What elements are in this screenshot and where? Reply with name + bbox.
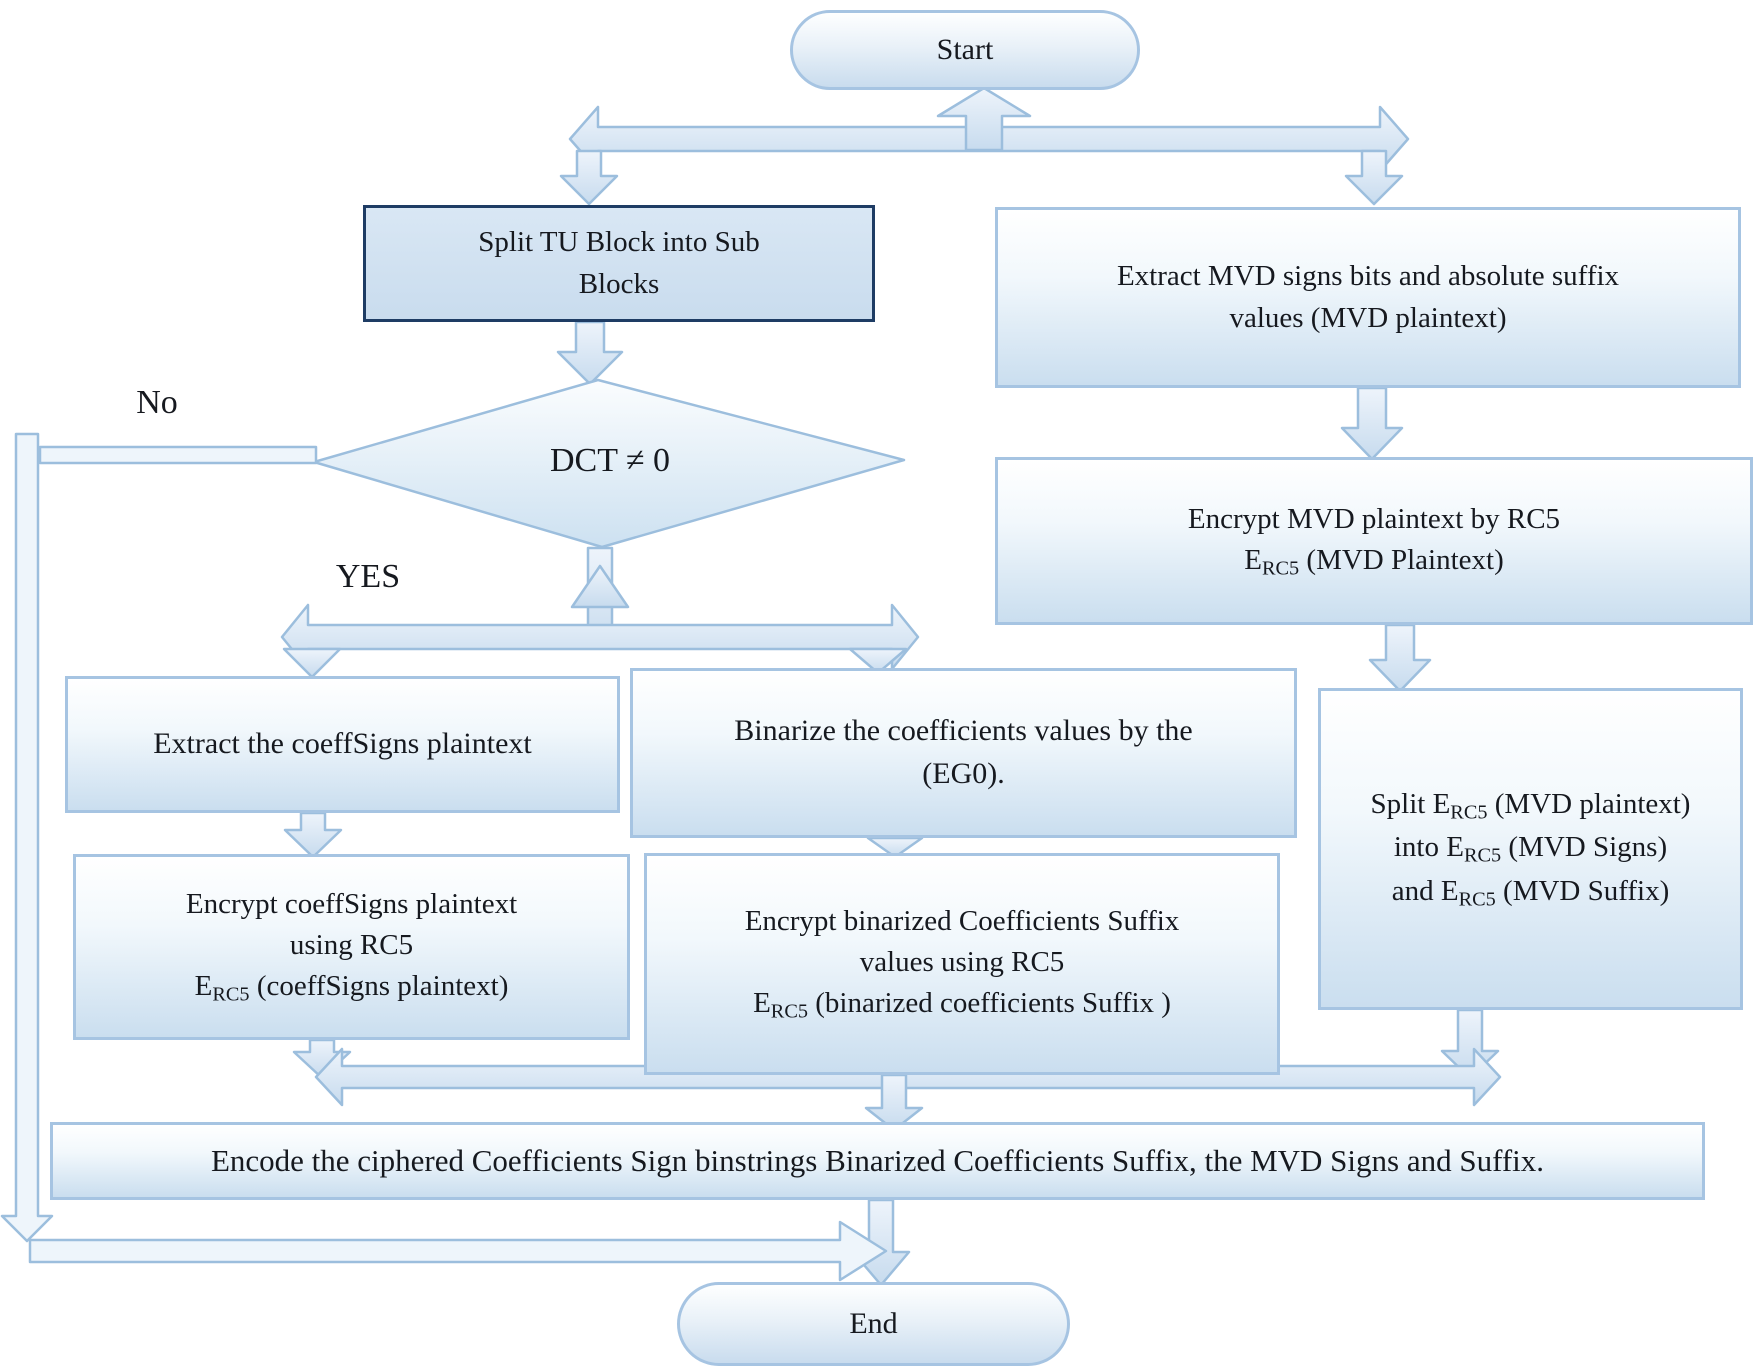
node-end-label: End <box>849 1306 898 1340</box>
arrow-up-into-decision <box>570 564 630 609</box>
node-formula-line: Split ERC5 (MVD plaintext) <box>1371 784 1691 827</box>
formula-base: and E <box>1391 874 1459 907</box>
node-formula-line: and ERC5 (MVD Suffix) <box>1392 871 1670 914</box>
node-text-line: using RC5 <box>289 929 414 962</box>
formula-argument: (coeffSigns plaintext) <box>249 970 509 1003</box>
node-text-line: values using RC5 <box>859 946 1065 979</box>
no-text: No <box>136 384 178 421</box>
node-text-line: Extract the coeffSigns plaintext <box>153 727 532 761</box>
formula-argument: (MVD plaintext) <box>1487 787 1691 820</box>
node-encrypt-binarized: Encrypt binarized Coefficients Suffix va… <box>644 853 1280 1075</box>
node-split-mvd-ciphertext: Split ERC5 (MVD plaintext) into ERC5 (MV… <box>1318 688 1743 1010</box>
node-text-line: Encrypt MVD plaintext by RC5 <box>1187 502 1561 535</box>
decision-label: DCT ≠ 0 <box>410 442 810 480</box>
formula-subscript: RC5 <box>1463 844 1502 867</box>
arrow-encrypt-bin-to-encode <box>864 1073 924 1132</box>
formula-subscript: RC5 <box>212 984 250 1007</box>
node-encrypt-coeffsigns: Encrypt coeffSigns plaintext using RC5 E… <box>73 854 630 1040</box>
yes-branch-label: YES <box>308 558 428 596</box>
merge-bar-arrow <box>314 1047 1502 1107</box>
node-text-line: Encrypt coeffSigns plaintext <box>185 888 518 921</box>
node-extract-coeffsigns: Extract the coeffSigns plaintext <box>65 676 620 813</box>
formula-argument: (MVD Plaintext) <box>1299 543 1504 576</box>
node-binarize-coefficients: Binarize the coefficients values by the … <box>630 668 1297 838</box>
arrow-extract-mvd-to-encrypt-mvd <box>1340 386 1404 461</box>
formula-base: Split E <box>1370 787 1451 820</box>
formula-argument: (MVD Suffix) <box>1495 874 1670 907</box>
arrow-split-tu-to-decision <box>556 320 624 386</box>
node-text-line: Encode the ciphered Coefficients Sign bi… <box>210 1142 1545 1178</box>
node-encrypt-mvd: Encrypt MVD plaintext by RC5 ERC5 (MVD P… <box>995 457 1753 625</box>
node-end: End <box>677 1282 1070 1366</box>
formula-subscript: RC5 <box>1261 557 1300 580</box>
decision-text: DCT ≠ 0 <box>549 442 671 479</box>
arrow-encrypt-mvd-to-split-mvd <box>1368 623 1432 693</box>
formula-argument: (binarized coefficients Suffix ) <box>808 987 1171 1020</box>
node-encode: Encode the ciphered Coefficients Sign bi… <box>50 1122 1705 1200</box>
node-text-line: (EG0). <box>922 757 1005 790</box>
arrow-down-to-extract-mvd <box>1344 149 1404 206</box>
node-text-line: Extract MVD signs bits and absolute suff… <box>1116 260 1620 293</box>
arrow-up-into-start <box>936 86 1032 152</box>
formula-base: E <box>194 970 213 1003</box>
node-formula-line: ERC5 (binarized coefficients Suffix ) <box>753 983 1171 1026</box>
formula-base: E <box>753 987 771 1020</box>
formula-argument: (MVD Signs) <box>1501 831 1668 864</box>
node-start-label: Start <box>936 32 994 66</box>
node-formula-line: ERC5 (MVD Plaintext) <box>1244 540 1504 583</box>
node-formula-line: ERC5 (coeffSigns plaintext) <box>195 966 509 1009</box>
no-branch-bar <box>38 445 318 465</box>
node-text-line: Blocks <box>578 267 660 300</box>
arrow-down-to-extract-coeff <box>282 647 342 679</box>
yes-text: YES <box>335 558 401 595</box>
arrow-down-to-binarize <box>848 647 908 675</box>
formula-subscript: RC5 <box>1450 801 1488 824</box>
formula-subscript: RC5 <box>770 1001 808 1024</box>
node-text-line: Encrypt binarized Coefficients Suffix <box>744 905 1180 938</box>
no-return-arrow <box>28 1220 888 1282</box>
arrow-down-to-split-tu <box>559 149 619 206</box>
node-start: Start <box>790 10 1140 90</box>
node-text-line: values (MVD plaintext) <box>1229 301 1507 334</box>
node-formula-line: into ERC5 (MVD Signs) <box>1394 827 1667 870</box>
arrow-extract-coeff-to-encrypt <box>283 811 343 859</box>
arrow-binarize-to-encrypt <box>866 836 924 859</box>
node-text-line: Split TU Block into Sub <box>478 226 760 259</box>
node-extract-mvd: Extract MVD signs bits and absolute suff… <box>995 207 1741 388</box>
formula-base: E <box>1244 543 1262 576</box>
node-split-tu-block: Split TU Block into Sub Blocks <box>363 205 875 322</box>
formula-base: into E <box>1393 831 1464 864</box>
no-branch-vertical-arrow <box>0 432 54 1243</box>
no-branch-label: No <box>97 384 217 422</box>
formula-subscript: RC5 <box>1458 888 1496 911</box>
node-text-line: Binarize the coefficients values by the <box>734 714 1193 748</box>
